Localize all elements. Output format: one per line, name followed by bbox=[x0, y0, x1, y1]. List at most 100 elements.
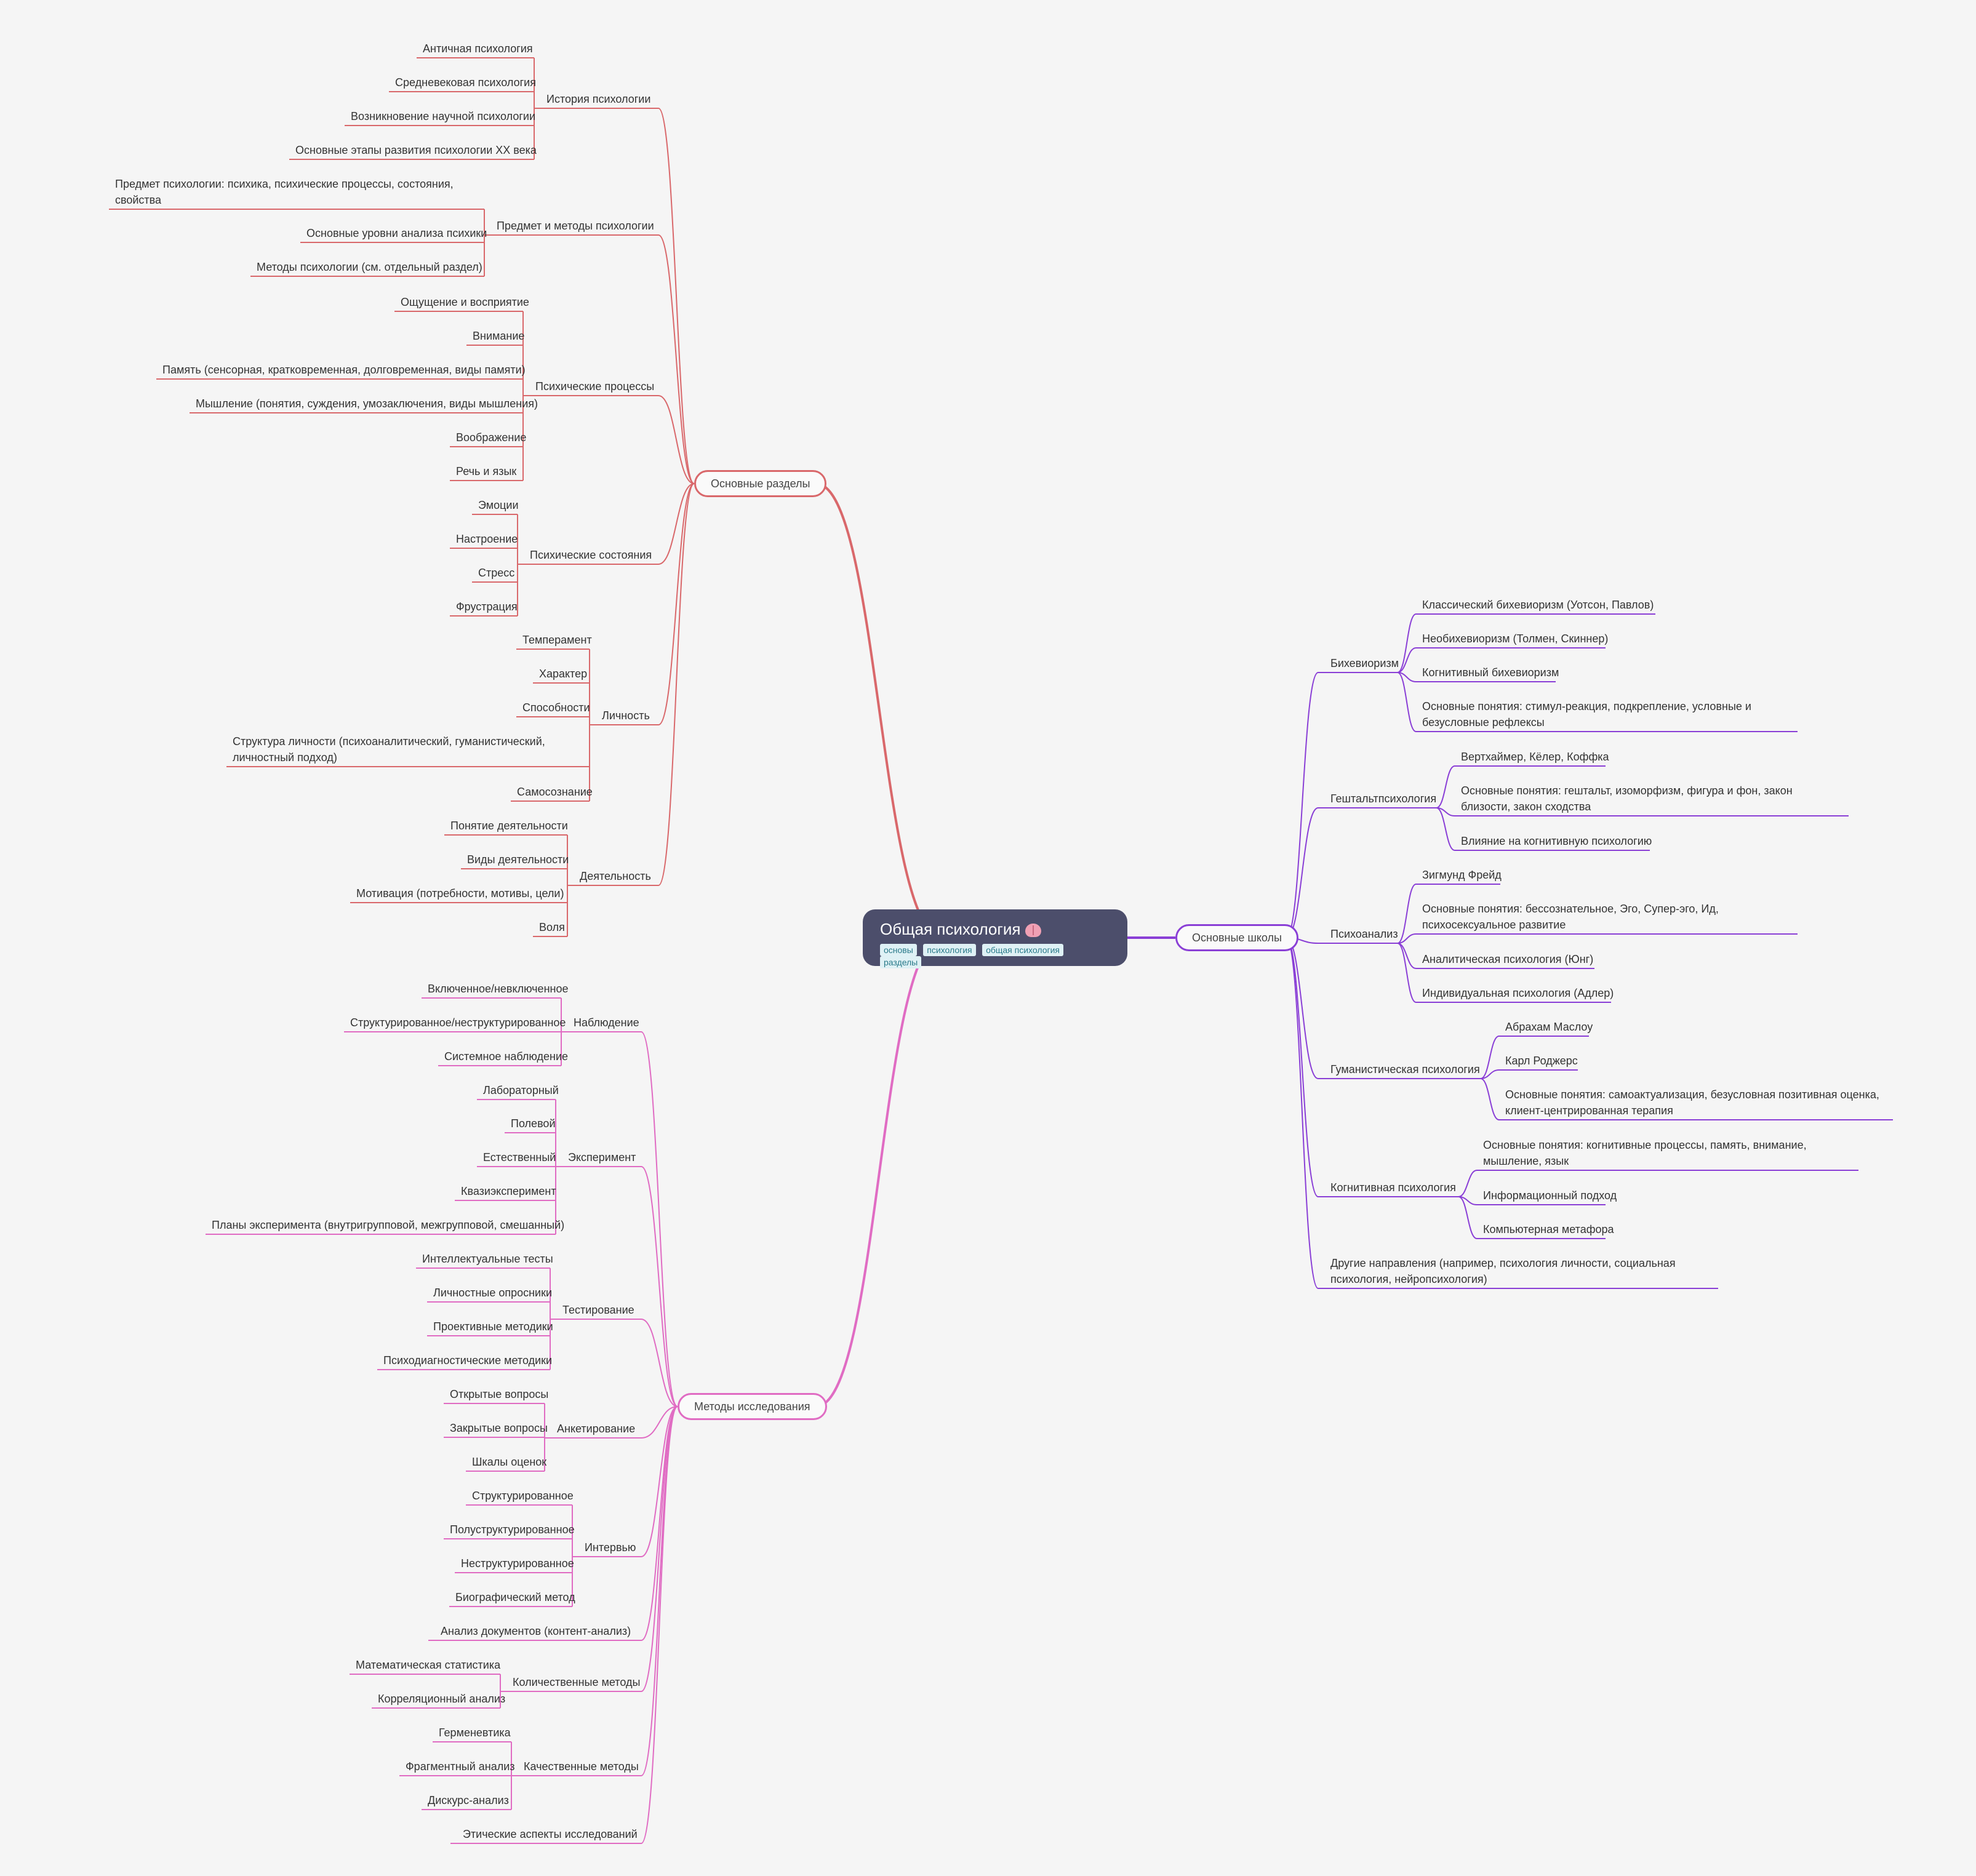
leaf-node[interactable]: Личностные опросники bbox=[433, 1287, 553, 1299]
group-node[interactable]: Психические состояния bbox=[530, 549, 652, 561]
group-node[interactable]: Гуманистическая психология bbox=[1330, 1063, 1480, 1076]
leaf-node[interactable]: Самосознание bbox=[517, 786, 593, 798]
group-node[interactable]: Деятельность bbox=[580, 870, 651, 882]
leaf-node[interactable]: Неструктурированное bbox=[461, 1557, 574, 1570]
leaf-node[interactable]: Речь и язык bbox=[456, 465, 517, 477]
group-node[interactable]: Качественные методы bbox=[524, 1760, 639, 1773]
leaf-node[interactable]: Биографический метод bbox=[455, 1591, 575, 1603]
group-node[interactable]: Бихевиоризм bbox=[1330, 657, 1399, 669]
leaf-node[interactable]: Лабораторный bbox=[483, 1084, 559, 1096]
leaf-node[interactable]: Способности bbox=[522, 701, 590, 714]
leaf-node[interactable]: Математическая статистика bbox=[356, 1659, 501, 1671]
leaf-node[interactable]: Основные понятия: гештальт, изоморфизм, … bbox=[1461, 784, 1793, 813]
leaf-node[interactable]: Компьютерная метафора bbox=[1483, 1223, 1614, 1235]
leaf-node[interactable]: Основные этапы развития психологии XX ве… bbox=[295, 144, 537, 156]
leaf-node[interactable]: Основные уровни анализа психики bbox=[306, 227, 487, 239]
leaf-node[interactable]: Закрытые вопросы bbox=[450, 1422, 548, 1434]
group-node[interactable]: Интервью bbox=[585, 1541, 636, 1554]
leaf-node[interactable]: Зигмунд Фрейд bbox=[1422, 869, 1502, 881]
leaf-node[interactable]: Включенное/невключенное bbox=[428, 983, 569, 995]
group-node[interactable]: Личность bbox=[602, 709, 650, 722]
leaf-node[interactable]: Индивидуальная психология (Адлер) bbox=[1422, 987, 1614, 999]
leaf-node[interactable]: Корреляционный анализ bbox=[378, 1693, 506, 1705]
leaf-node[interactable]: Темперамент bbox=[522, 634, 592, 646]
leaf-node[interactable]: Средневековая психология bbox=[395, 76, 536, 89]
leaf-node[interactable]: Проективные методики bbox=[433, 1320, 553, 1333]
leaf-node[interactable]: Ощущение и восприятие bbox=[401, 296, 529, 308]
connector-line bbox=[815, 482, 943, 939]
tag-chip[interactable]: общая психология bbox=[982, 944, 1063, 956]
leaf-node[interactable]: Структурированное bbox=[472, 1490, 574, 1502]
leaf-node[interactable]: Фрустрация bbox=[456, 601, 518, 613]
branch-sections[interactable]: Основные разделы bbox=[694, 470, 827, 497]
tag-chip[interactable]: основы bbox=[880, 944, 917, 956]
leaf-node[interactable]: Шкалы оценок bbox=[472, 1456, 547, 1468]
group-node[interactable]: История психологии bbox=[546, 93, 651, 105]
group-node[interactable]: Количественные методы bbox=[513, 1676, 641, 1688]
leaf-node[interactable]: Основные понятия: бессознательное, Эго, … bbox=[1422, 903, 1719, 931]
group-node[interactable]: Предмет и методы психологии bbox=[497, 220, 654, 232]
group-node[interactable]: Гештальтпсихология bbox=[1330, 792, 1437, 805]
leaf-node[interactable]: Методы психологии (см. отдельный раздел) bbox=[257, 261, 482, 273]
leaf-node[interactable]: Настроение bbox=[456, 533, 518, 545]
leaf-node[interactable]: Психодиагностические методики bbox=[383, 1354, 553, 1367]
leaf-node[interactable]: Стресс bbox=[478, 567, 515, 579]
group-node[interactable]: Тестирование bbox=[562, 1304, 634, 1316]
branch-methods[interactable]: Методы исследования bbox=[678, 1393, 827, 1420]
group-node[interactable]: Наблюдение bbox=[574, 1016, 639, 1029]
connector-line bbox=[641, 1406, 678, 1439]
leaf-node[interactable]: Когнитивный бихевиоризм bbox=[1422, 666, 1559, 679]
branch-schools[interactable]: Основные школы bbox=[1175, 924, 1298, 951]
leaf-node[interactable]: Понятие деятельности bbox=[450, 820, 568, 832]
group-node[interactable]: Анкетирование bbox=[557, 1423, 636, 1435]
tag-chip[interactable]: психология bbox=[923, 944, 976, 956]
leaf-node[interactable]: Герменевтика bbox=[439, 1726, 511, 1739]
group-node[interactable]: Анализ документов (контент-анализ) bbox=[441, 1625, 631, 1637]
leaf-node[interactable]: Воля bbox=[539, 921, 565, 933]
group-node[interactable]: Когнитивная психология bbox=[1330, 1181, 1456, 1194]
leaf-node[interactable]: Виды деятельности bbox=[467, 853, 569, 866]
leaf-node[interactable]: Интеллектуальные тесты bbox=[422, 1253, 553, 1265]
leaf-node[interactable]: Полевой bbox=[511, 1117, 556, 1130]
leaf-node[interactable]: Вертхаймер, Кёлер, Коффка bbox=[1461, 751, 1609, 763]
leaf-node[interactable]: Память (сенсорная, кратковременная, долг… bbox=[162, 364, 526, 376]
group-node[interactable]: Другие направления (например, психология… bbox=[1330, 1257, 1676, 1285]
group-node[interactable]: Этические аспекты исследований bbox=[463, 1828, 638, 1840]
leaf-node[interactable]: Возникновение научной психологии bbox=[351, 110, 536, 122]
leaf-node[interactable]: Основные понятия: когнитивные процессы, … bbox=[1483, 1139, 1807, 1167]
leaf-node[interactable]: Структурированное/неструктурированное bbox=[350, 1016, 566, 1029]
leaf-node[interactable]: Естественный bbox=[483, 1151, 556, 1164]
leaf-node[interactable]: Системное наблюдение bbox=[444, 1050, 569, 1063]
leaf-node[interactable]: Эмоции bbox=[478, 499, 519, 511]
leaf-node[interactable]: Характер bbox=[539, 668, 588, 680]
leaf-node[interactable]: Полуструктурированное bbox=[450, 1523, 575, 1536]
leaf-node[interactable]: Планы эксперимента (внутригрупповой, меж… bbox=[212, 1219, 565, 1231]
leaf-node[interactable]: Фрагментный анализ bbox=[406, 1760, 515, 1773]
leaf-node[interactable]: Предмет психологии: психика, психические… bbox=[115, 178, 454, 206]
connector-line bbox=[1480, 1036, 1500, 1079]
leaf-node[interactable]: Карл Роджерс bbox=[1505, 1055, 1578, 1067]
leaf-node[interactable]: Классический бихевиоризм (Уотсон, Павлов… bbox=[1422, 599, 1654, 611]
leaf-node[interactable]: Структура личности (психоаналитический, … bbox=[233, 735, 545, 764]
leaf-node[interactable]: Информационный подход bbox=[1483, 1189, 1617, 1202]
leaf-node[interactable]: Аналитическая психология (Юнг) bbox=[1422, 953, 1594, 965]
leaf-node[interactable]: Основные понятия: стимул-реакция, подкре… bbox=[1422, 700, 1751, 728]
leaf-node[interactable]: Античная психология bbox=[423, 42, 533, 55]
leaf-node[interactable]: Внимание bbox=[473, 330, 525, 342]
leaf-node[interactable]: Мышление (понятия, суждения, умозаключен… bbox=[196, 397, 538, 410]
leaf-node[interactable]: Мотивация (потребности, мотивы, цели) bbox=[356, 887, 564, 900]
group-node[interactable]: Психоанализ bbox=[1330, 928, 1398, 940]
leaf-node[interactable]: Воображение bbox=[456, 431, 527, 444]
leaf-node[interactable]: Влияние на когнитивную психологию bbox=[1461, 835, 1652, 847]
leaf-node[interactable]: Абрахам Маслоу bbox=[1505, 1021, 1593, 1033]
leaf-node[interactable]: Открытые вопросы bbox=[450, 1388, 549, 1400]
root-node[interactable]: Общая психология основы психология общая… bbox=[863, 909, 1127, 968]
brain-emoji-icon bbox=[1025, 924, 1042, 938]
leaf-node[interactable]: Необихевиоризм (Толмен, Скиннер) bbox=[1422, 633, 1609, 645]
group-node[interactable]: Психические процессы bbox=[535, 380, 655, 393]
group-node[interactable]: Эксперимент bbox=[568, 1151, 636, 1164]
leaf-node[interactable]: Дискурс-анализ bbox=[428, 1794, 509, 1806]
tag-chip[interactable]: разделы bbox=[880, 956, 922, 968]
leaf-node[interactable]: Основные понятия: самоактуализация, безу… bbox=[1505, 1088, 1879, 1117]
leaf-node[interactable]: Квазиэксперимент bbox=[461, 1185, 556, 1197]
